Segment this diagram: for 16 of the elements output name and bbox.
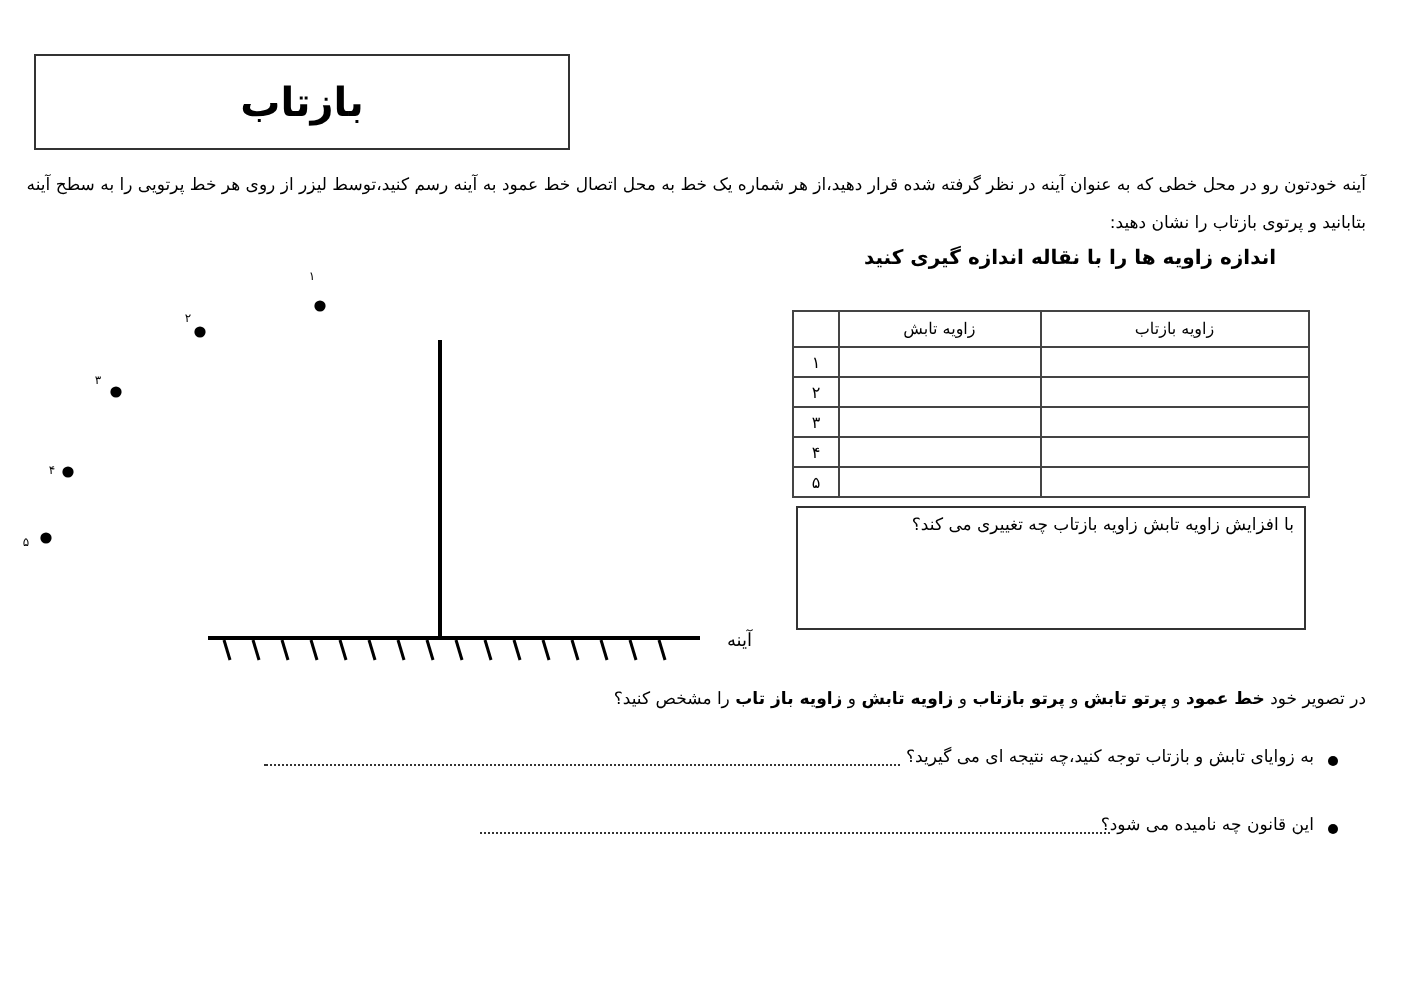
- title: بازتاب: [240, 78, 364, 126]
- question-text: در تصویر خود خط عمود و پرتو تابش و پرتو بازتاب و زاویه تابش و زاویه باز تاب را مشخص کنید؟: [611, 690, 1366, 710]
- column-header: زاویه تابش: [838, 311, 1041, 347]
- row-number: ۵: [793, 467, 839, 497]
- row-number: ۳: [793, 407, 839, 437]
- instruction-text: آینه خودتون رو در محل خطی که به عنوان آینه در نظر گرفته شده قرار دهید،از هر شماره یک خط به محل اتصال خط عمود به آینه رسم کنید،توسط لیزر از روی هر خط پرتویی را به سطح آینه بتابانید و پرتوی بازتاب را نشان دهید:: [26, 172, 1366, 238]
- question-text: به زوایای تابش و بازتاب توجه کنید،چه نتیجه ای می گیرید؟: [906, 748, 1314, 768]
- row-number: ۴: [793, 437, 839, 467]
- mirror-label: آینه: [726, 632, 752, 652]
- column-header: زاویه بازتاب: [1040, 311, 1309, 347]
- row-number: ۱: [793, 347, 839, 377]
- table-heading: اندازه زاویه ها را با نقاله اندازه گیری کنید: [861, 248, 1279, 270]
- question-text: این قانون چه نامیده می شود؟: [1100, 816, 1314, 836]
- question-text: با افزایش زاویه تابش زاویه بازتاب چه تغییری می کند؟: [909, 516, 1294, 536]
- row-number: ۲: [793, 377, 839, 407]
- answer-box: [796, 506, 1306, 630]
